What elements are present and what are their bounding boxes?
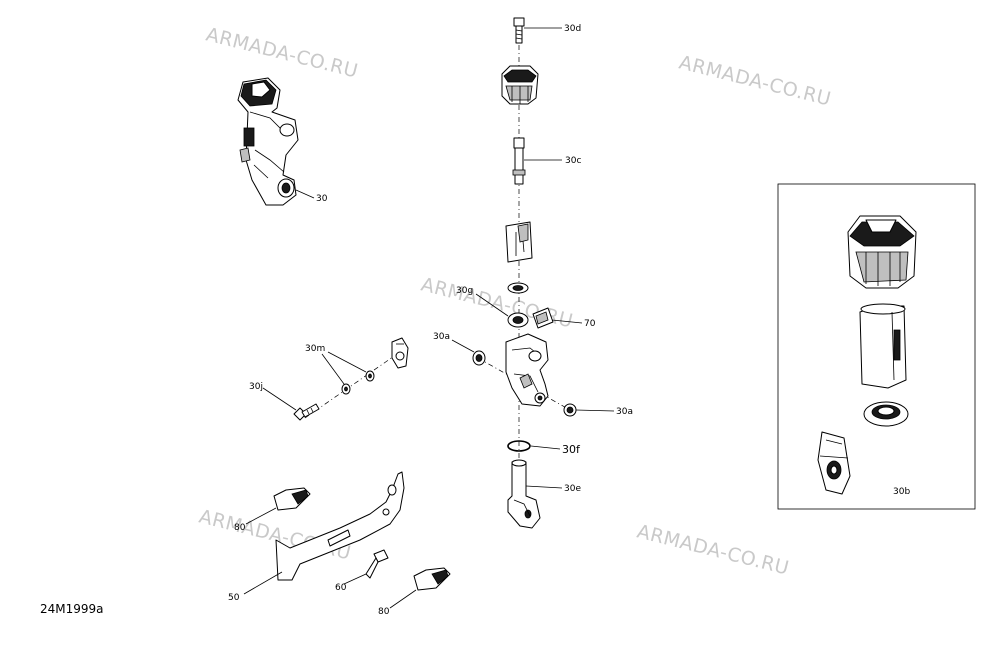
part-60-pin bbox=[343, 549, 389, 585]
part-30-column-assembly bbox=[237, 77, 315, 206]
label-50: 50 bbox=[228, 593, 240, 603]
label-30j: 30j bbox=[249, 382, 263, 392]
part-30j-bolt bbox=[262, 387, 320, 421]
part-50-plate bbox=[243, 471, 405, 595]
part-30g-bushing bbox=[475, 293, 529, 328]
part-80-bottom-cap bbox=[389, 567, 451, 609]
part-main-housing bbox=[505, 333, 549, 407]
part-30b-inset-cap bbox=[847, 215, 917, 289]
label-80-top: 80 bbox=[234, 523, 246, 533]
part-30e-lower-shaft bbox=[507, 459, 563, 529]
part-latch-bracket bbox=[391, 337, 409, 369]
part-30b-inset-latch bbox=[817, 431, 851, 495]
label-30c: 30c bbox=[565, 156, 581, 166]
label-30d: 30d bbox=[564, 24, 581, 34]
part-80-top-cap bbox=[245, 487, 311, 525]
watermark-5: ARMADA-CO.RU bbox=[635, 521, 792, 580]
part-30a-left bbox=[451, 339, 486, 366]
label-30g: 30g bbox=[456, 286, 473, 296]
label-80-bottom: 80 bbox=[378, 607, 390, 617]
label-30f: 30f bbox=[562, 443, 581, 456]
part-sleeve bbox=[505, 221, 533, 263]
watermark-1: ARMADA-CO.RU bbox=[204, 24, 361, 83]
centerline-bolt bbox=[304, 351, 401, 419]
label-30a-left: 30a bbox=[433, 332, 450, 342]
watermark-3: ARMADA-CO.RU bbox=[419, 274, 576, 333]
part-30b-inset-ring bbox=[863, 401, 909, 427]
label-60: 60 bbox=[335, 583, 347, 593]
part-30a-right bbox=[563, 403, 615, 417]
label-30e: 30e bbox=[564, 484, 581, 494]
part-30b-inset-sleeve bbox=[859, 303, 907, 389]
part-30f-ring bbox=[507, 440, 561, 452]
inset-frame bbox=[777, 183, 976, 510]
part-30d-bolt bbox=[513, 17, 562, 44]
part-30c-shaft bbox=[512, 137, 562, 185]
part-ring-lower bbox=[507, 282, 529, 294]
label-30a-right: 30a bbox=[616, 407, 633, 417]
part-upper-cap bbox=[501, 65, 539, 105]
label-30: 30 bbox=[316, 194, 328, 204]
diagram-code: 24M1999a bbox=[40, 602, 104, 616]
label-70: 70 bbox=[584, 319, 596, 329]
label-30b: 30b bbox=[893, 487, 910, 497]
watermark-2: ARMADA-CO.RU bbox=[677, 52, 834, 111]
part-30m-washers bbox=[321, 351, 375, 395]
label-30m: 30m bbox=[305, 344, 325, 354]
part-70-clip bbox=[532, 307, 583, 329]
